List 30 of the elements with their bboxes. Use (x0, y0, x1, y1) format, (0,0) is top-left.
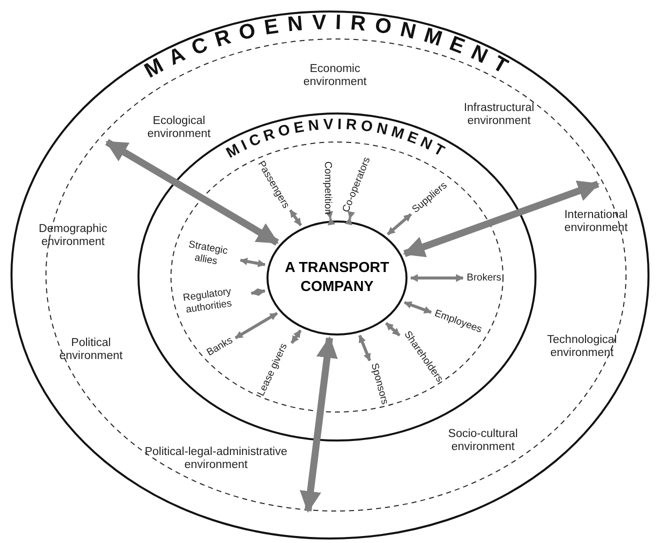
double-arrow (105, 138, 279, 246)
environment-label: International environment (564, 208, 628, 236)
double-arrow (240, 258, 266, 268)
stakeholder-label: Strategic allies (175, 237, 239, 271)
double-arrow (386, 213, 412, 236)
double-arrow (344, 210, 356, 226)
double-arrow (300, 336, 338, 513)
stakeholder-label: Lease givers (256, 342, 290, 398)
double-arrow (410, 274, 464, 282)
double-arrow (404, 301, 432, 314)
company-label: A TRANSPORT COMPANY (284, 259, 390, 297)
environment-label: Technological environment (546, 334, 618, 360)
double-arrow (290, 330, 302, 344)
stakeholder-label: Regulatory authorities (166, 284, 250, 318)
double-arrow (289, 209, 302, 226)
double-arrow (250, 288, 266, 296)
double-arrow (358, 334, 372, 362)
double-arrow (234, 312, 278, 340)
stakeholder-label: Sponsors (368, 362, 390, 406)
environment-label: Infrastructural environment (462, 102, 536, 128)
stakeholder-label: Competition (321, 161, 333, 215)
environment-label: Political-legal-administrative environment (144, 446, 288, 472)
double-arrow (402, 180, 600, 258)
stakeholder-label: Brokers (466, 272, 502, 284)
environment-label: Demographic environment (38, 222, 108, 250)
environment-label: Political environment (58, 336, 124, 364)
double-arrow (325, 210, 336, 226)
double-arrow (385, 322, 401, 336)
environment-label: Ecological environment (146, 114, 212, 142)
environment-label: Socio-cultural environment (447, 428, 519, 454)
